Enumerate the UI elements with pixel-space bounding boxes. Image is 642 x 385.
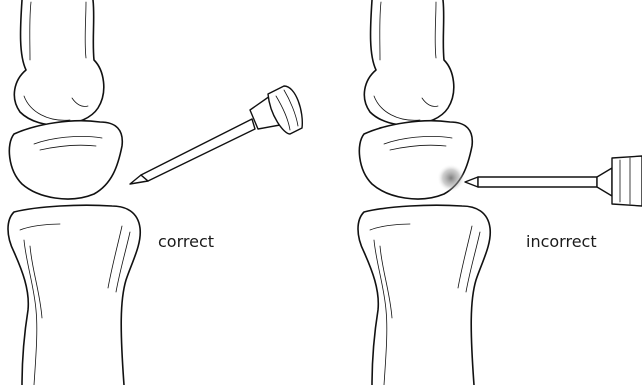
incorrect-panel: incorrect <box>358 0 642 385</box>
middle-bone <box>9 121 122 199</box>
proximal-bone <box>364 0 453 125</box>
label-correct: correct <box>158 232 214 251</box>
label-incorrect: incorrect <box>526 232 597 251</box>
proximal-bone <box>14 0 103 125</box>
needle-correct <box>130 86 302 184</box>
correct-panel: correct <box>8 0 302 385</box>
injection-shadow <box>437 164 465 192</box>
needle-incorrect <box>465 156 642 206</box>
